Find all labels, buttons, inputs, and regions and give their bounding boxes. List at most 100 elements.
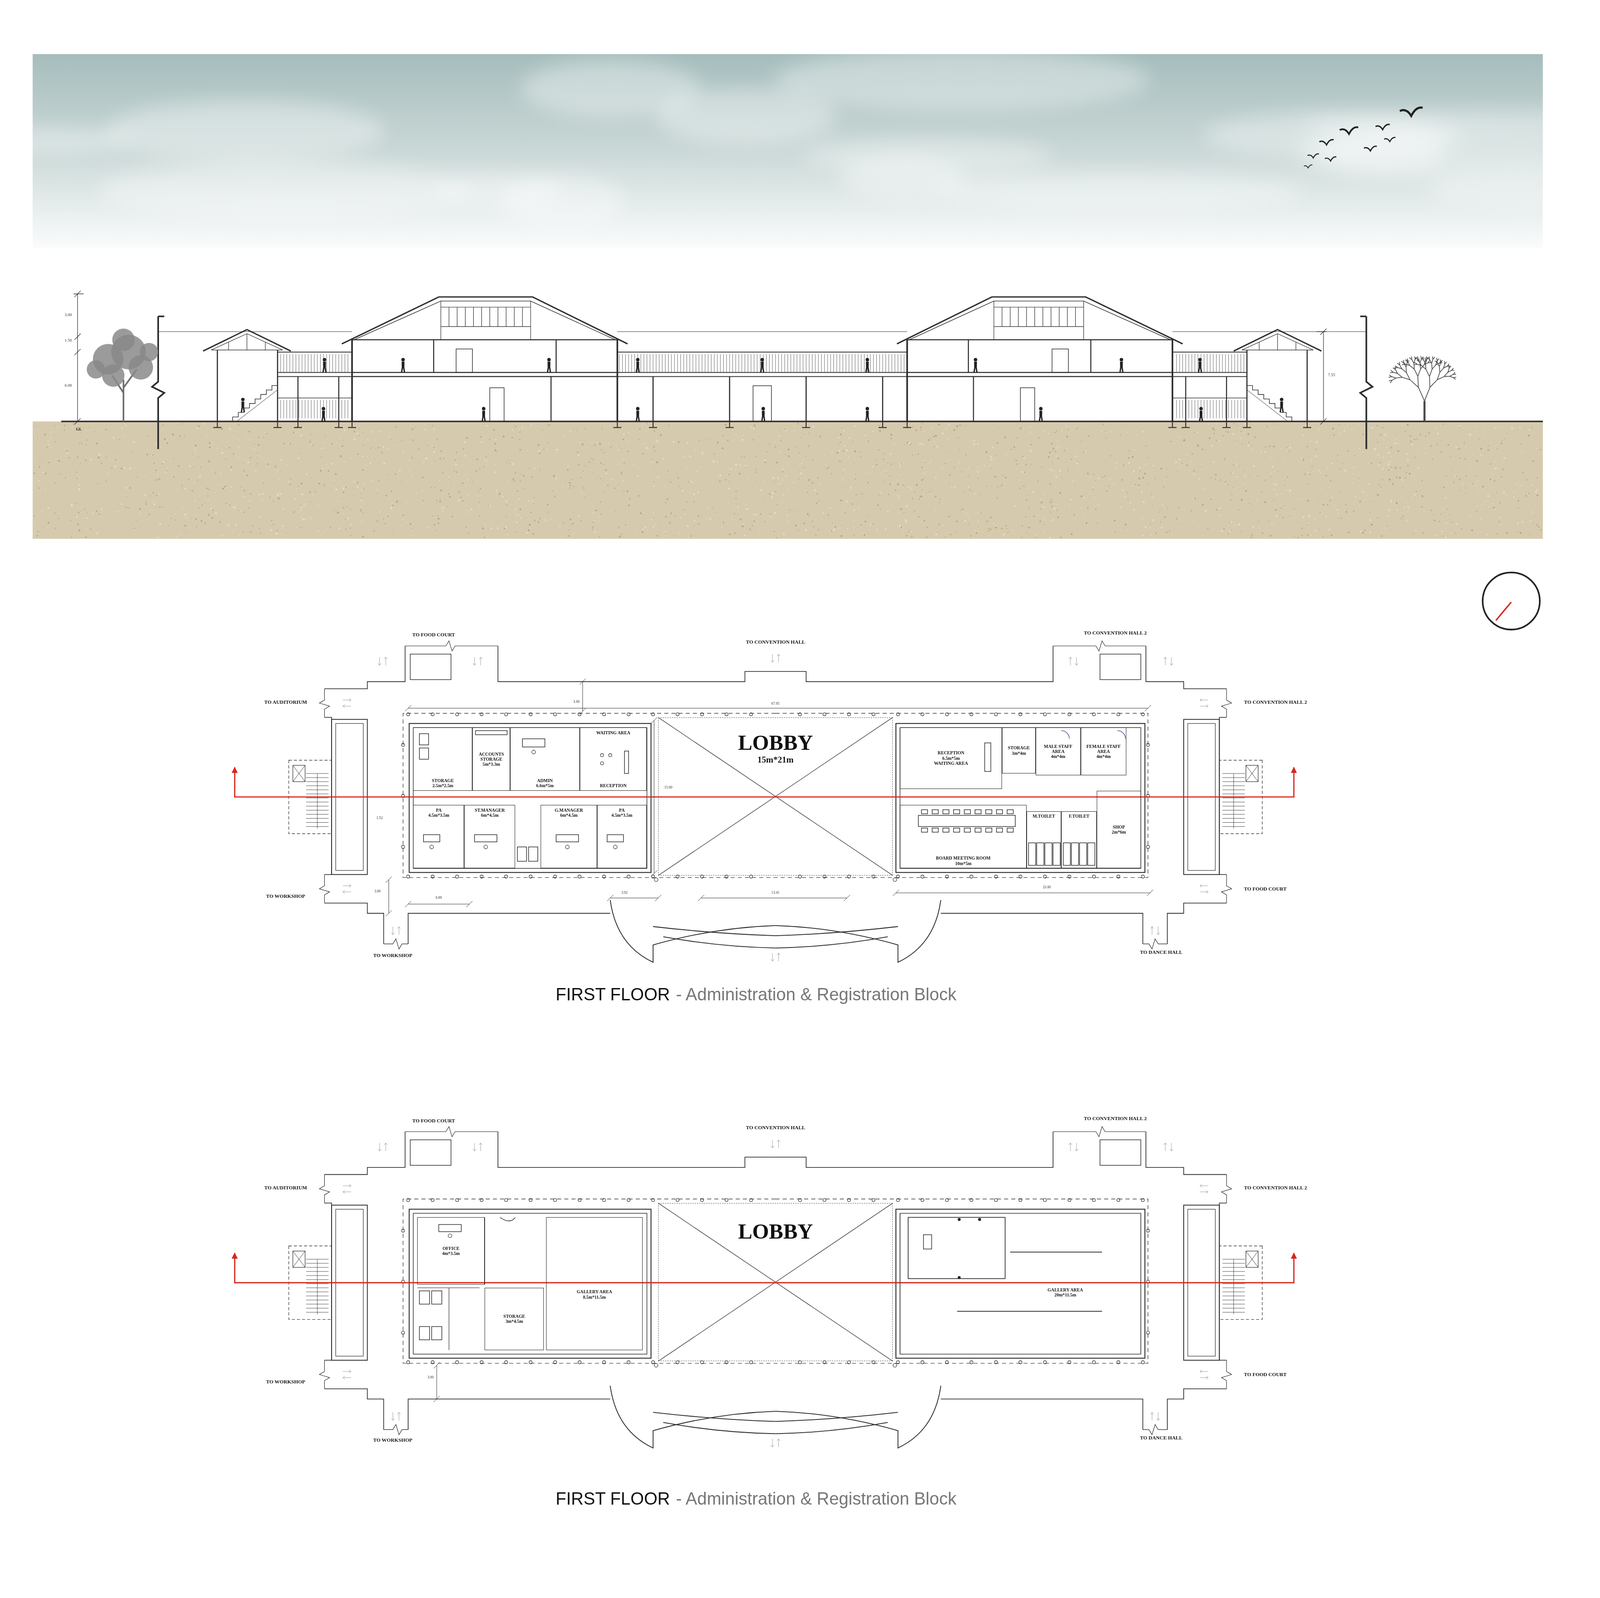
ground-grain (766, 436, 767, 438)
ground-grain (712, 460, 715, 463)
ground-grain (278, 479, 281, 481)
ground-grain (1457, 448, 1460, 450)
ground-grain (1310, 534, 1312, 536)
ground-grain (148, 513, 150, 516)
ground-grain (1504, 438, 1506, 440)
bird (1384, 137, 1396, 142)
ground-grain (977, 466, 979, 468)
ground-grain (1268, 445, 1271, 448)
ground-grain (138, 512, 141, 515)
ground-grain (1308, 472, 1310, 474)
ground-grain (357, 434, 360, 436)
ground-grain (653, 429, 656, 432)
ground-grain (1248, 502, 1250, 504)
ground-grain (50, 437, 52, 439)
ground-grain (638, 438, 640, 440)
ground-grain (1056, 509, 1058, 511)
ground-grain (1092, 488, 1094, 491)
ground-grain (269, 496, 271, 498)
ground-grain (322, 441, 324, 443)
ground-grain (1063, 449, 1066, 452)
ground-grain (387, 474, 389, 476)
ground-grain (621, 513, 623, 515)
ground-grain (836, 536, 839, 539)
ground-grain (1343, 453, 1345, 455)
ground-grain (860, 455, 862, 458)
ground-grain (1469, 515, 1472, 517)
ground-grain (958, 463, 960, 465)
ground-grain (1059, 491, 1062, 494)
ground-grain (211, 509, 214, 512)
ground-grain (1245, 490, 1248, 492)
ground-grain (562, 485, 564, 487)
ground-grain (989, 528, 992, 531)
ground-grain (883, 452, 885, 455)
ground-grain (482, 465, 485, 468)
ground-grain (353, 480, 356, 483)
ground-grain (592, 471, 593, 473)
ground-grain (1235, 488, 1237, 490)
ground-grain (1151, 495, 1154, 498)
ground-grain (501, 493, 503, 495)
ground-grain (1115, 462, 1118, 464)
ground-grain (1220, 479, 1222, 481)
ground-grain (842, 488, 844, 491)
ground-grain (1301, 527, 1304, 530)
ground-grain (771, 423, 772, 425)
ground-grain (1021, 525, 1024, 527)
ground-grain (1224, 480, 1227, 483)
ground-grain (33, 513, 35, 516)
ground-grain (846, 527, 849, 530)
ground-grain (521, 427, 524, 430)
ground-grain (1381, 479, 1383, 481)
ground-grain (948, 515, 951, 518)
ground-grain (652, 526, 655, 528)
ground-grain (618, 530, 620, 532)
ground-grain (238, 456, 240, 459)
ground-grain (350, 508, 352, 510)
ground-grain (1434, 514, 1437, 517)
ground-grain (1496, 448, 1498, 450)
ground-grain (1415, 490, 1418, 492)
ground-grain (490, 527, 493, 530)
ground-grain (618, 487, 620, 489)
ground-grain (466, 509, 468, 511)
ground-grain (1369, 512, 1371, 514)
ground-grain (556, 448, 558, 451)
ground-grain (537, 521, 539, 522)
ground-grain (803, 459, 805, 461)
ground-grain (644, 485, 645, 487)
ground-grain (598, 520, 600, 522)
ground-grain (1027, 486, 1030, 489)
ground-grain (664, 501, 667, 504)
ground-grain (122, 526, 125, 528)
ground-grain (986, 520, 988, 522)
ground-grain (166, 470, 168, 471)
ground-grain (521, 447, 523, 449)
ground-grain (1340, 517, 1343, 519)
ground-grain (1496, 467, 1498, 470)
ground-grain (433, 446, 435, 449)
ground-grain (560, 535, 563, 537)
ground-grain (437, 522, 440, 525)
ground-grain (1082, 451, 1084, 453)
ground-grain (278, 521, 280, 522)
ground-grain (839, 429, 841, 431)
ground-grain (856, 503, 858, 505)
cloud (502, 173, 626, 229)
ground-grain (618, 535, 621, 538)
ground-grain (755, 455, 757, 457)
ground-grain (120, 503, 123, 506)
bird (1364, 146, 1377, 151)
ground-grain (1050, 499, 1053, 501)
ground-grain (1114, 531, 1116, 533)
ground-grain (950, 533, 952, 536)
ground-grain (524, 517, 526, 519)
ground-grain (248, 429, 250, 431)
ground-grain (525, 428, 527, 430)
ground-grain (589, 423, 591, 425)
ground-grain (1286, 475, 1289, 478)
ground-grain (1101, 485, 1103, 487)
ground-grain (232, 506, 235, 509)
ground-grain (1336, 508, 1339, 511)
